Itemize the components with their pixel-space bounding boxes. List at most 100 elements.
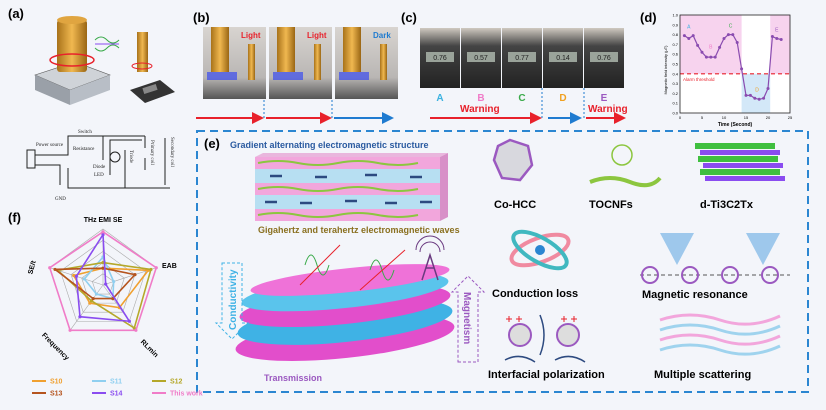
series-point: [154, 266, 158, 270]
warning-label: Warning: [588, 104, 628, 115]
axis-label: EAB: [162, 263, 177, 270]
material-tocnfs: TOCNFs: [589, 199, 633, 211]
legend-label: S11: [110, 379, 122, 386]
legend-label: This work: [170, 391, 203, 398]
legend-label: S13: [50, 391, 63, 398]
label-primary-coil: Primary coil: [149, 140, 154, 165]
y-tick-label: 0.9: [672, 22, 678, 27]
grid-ring: [70, 251, 136, 313]
axis-label: SE/t: [27, 259, 37, 275]
mechanism-interfacial-polarization: Interfacial polarization: [488, 369, 605, 381]
led-glow: [273, 72, 303, 80]
point-label: B: [709, 44, 713, 50]
y-tick-label: 0.2: [672, 91, 678, 96]
data-point: [779, 38, 783, 41]
structure-title: Gradient alternating electromagnetic str…: [230, 140, 429, 150]
series-point: [68, 328, 72, 332]
mechanism-multiple-scattering: Multiple scattering: [654, 369, 751, 381]
meter-reading: 0.57: [474, 55, 488, 62]
data-point: [762, 96, 766, 100]
label-switch: Switch: [78, 130, 92, 135]
legend-label: S12: [170, 379, 183, 386]
transmission-label: Transmission: [264, 373, 322, 383]
data-point: [713, 55, 717, 59]
secondary-coil: [248, 44, 255, 80]
series-point: [89, 299, 94, 303]
data-point: [696, 43, 700, 47]
circuit-diagram: Power source Switch Resistance Diode LED…: [26, 130, 174, 202]
data-point: [709, 55, 713, 59]
led-glow: [207, 72, 237, 80]
state-letter: B: [477, 93, 484, 104]
data-point: [775, 37, 779, 41]
series-point: [133, 273, 137, 277]
panel-d-label: (d): [640, 10, 657, 25]
conduction-loss-icon: [509, 229, 571, 271]
y-tick-label: 0.4: [672, 71, 678, 76]
series-point: [48, 266, 52, 270]
series-point: [104, 282, 108, 286]
state-label: Light: [307, 31, 327, 40]
state-label: Light: [241, 31, 261, 40]
material-d-ti3c2tx: d-Ti3C2Tx: [700, 199, 754, 211]
magnetic-field-chart: Alarm thresholdABCDE0.00.10.20.30.40.50.…: [663, 13, 793, 129]
panel-f-label: (f): [8, 210, 21, 225]
y-tick-label: 0.8: [672, 32, 678, 37]
series-point: [149, 267, 153, 272]
shaded-region: [770, 15, 790, 74]
co-hcc-icon: [492, 138, 534, 182]
meter-reading: 0.76: [433, 55, 447, 62]
y-tick-label: 0.6: [672, 52, 678, 57]
panel-a-label: (a): [8, 6, 24, 21]
stacked-films-illustration: [235, 235, 455, 361]
legend-label: S14: [110, 391, 123, 398]
state-letter: D: [559, 93, 566, 104]
point-label: E: [775, 28, 779, 34]
data-point: [726, 33, 730, 37]
x-tick-label: 10: [722, 115, 727, 120]
point-label: A: [687, 25, 691, 31]
meter-display: [426, 52, 454, 62]
layered-structure: [255, 153, 448, 221]
primary-coil: [211, 27, 229, 72]
meter-reading: 0.76: [597, 55, 611, 62]
y-tick-label: 0.3: [672, 81, 678, 86]
ti3c2tx-icon: [695, 143, 785, 181]
meter-display: [590, 52, 618, 62]
data-point: [682, 34, 686, 38]
series-polygon: [52, 267, 137, 300]
state-letter: E: [601, 93, 608, 104]
mechanism-conduction-loss: Conduction loss: [492, 288, 578, 300]
series-point: [101, 230, 105, 234]
axis-label: THz EMI SE: [84, 217, 123, 224]
label-power-source: Power source: [36, 143, 64, 148]
data-point: [753, 96, 757, 100]
grid-ring: [91, 273, 115, 295]
primary-coil: [277, 27, 295, 72]
conductivity-arrow: Conductivity: [214, 262, 250, 340]
meter-reading: 0.77: [515, 55, 529, 62]
series-polygon: [75, 232, 131, 323]
legend-label: S10: [50, 379, 63, 386]
interfacial-polarization-icon: [504, 314, 586, 363]
axis-label: RLmin: [139, 339, 159, 359]
meter-display: [549, 52, 577, 62]
data-point: [722, 37, 726, 41]
x-axis-label: Time (Second): [718, 122, 753, 128]
label-resistance: Resistance: [73, 147, 95, 152]
series-point: [101, 266, 105, 270]
state-letter: C: [518, 93, 525, 104]
axis-label: Frequency: [40, 332, 70, 362]
series-point: [82, 277, 86, 281]
waves-title: Gigahertz and terahertz electromagnetic …: [258, 225, 460, 235]
label-triode: Triode: [128, 150, 133, 164]
panel-b-label: (b): [193, 10, 210, 25]
series-point: [78, 315, 82, 319]
series-point: [72, 273, 76, 278]
x-tick-label: 5: [701, 115, 704, 120]
x-tick-label: 20: [766, 115, 771, 120]
meter-reading: 0.14: [556, 55, 570, 62]
series-point: [112, 279, 116, 284]
shaded-region: [680, 15, 742, 74]
magnetism-arrow: Magnetism: [450, 275, 486, 363]
